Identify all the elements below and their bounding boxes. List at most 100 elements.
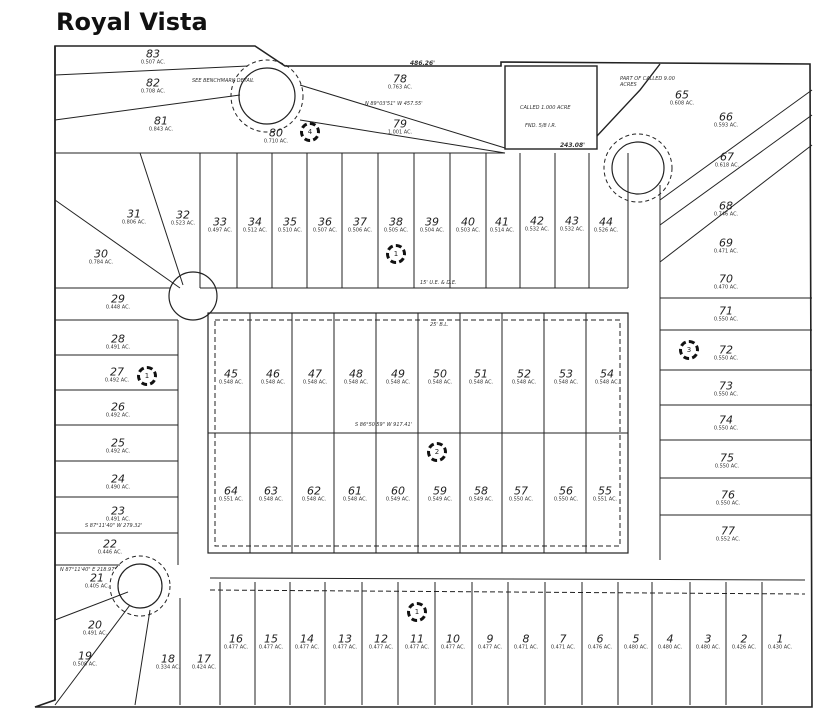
- benchmark-note: SEE BENCHMARK DETAIL: [192, 78, 255, 84]
- bearing-center: S 86°50'59" W 917.41': [355, 422, 413, 428]
- lot-acreage: 0.806 AC.: [121, 219, 147, 226]
- lot-number: 30: [93, 247, 108, 261]
- lot-acreage: 0.710 AC.: [263, 138, 289, 145]
- lot-number: 38: [388, 215, 403, 229]
- lot-acreage: 0.477 AC.: [368, 644, 394, 651]
- lot-number: 44: [598, 215, 613, 229]
- lot-number: 35: [282, 215, 297, 229]
- lot-number: 55: [597, 484, 612, 498]
- lot-number: 46: [265, 367, 280, 381]
- lot-acreage: 1.001 AC.: [387, 129, 413, 136]
- lot-number: 33: [212, 215, 227, 229]
- lot-number: 15: [263, 632, 278, 646]
- lot-acreage: 0.497 AC.: [207, 227, 233, 234]
- lot-acreage: 0.549 AC.: [385, 496, 411, 503]
